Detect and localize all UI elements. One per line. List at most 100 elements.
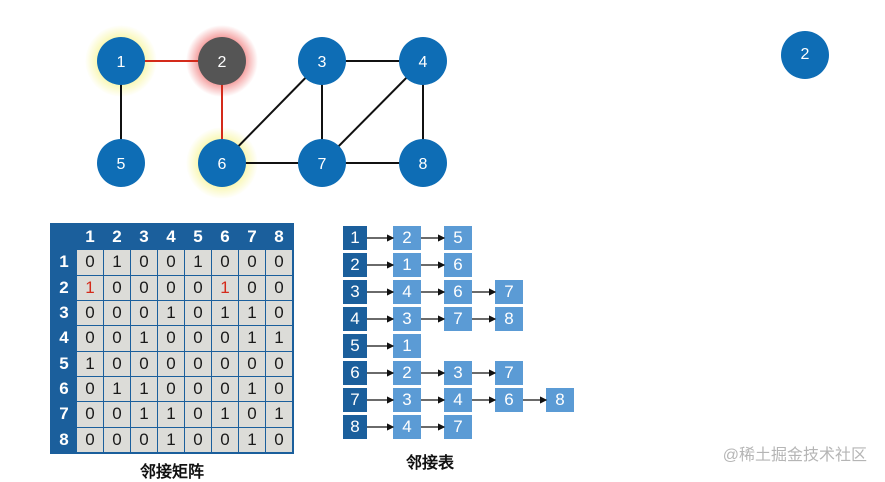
matrix-caption: 邻接矩阵 [139,464,204,481]
list-node: 3 [393,307,421,331]
matrix-cell: 1 [266,402,292,427]
matrix-cell: 0 [212,326,238,351]
matrix-cell: 0 [266,377,292,402]
matrix-cell: 0 [239,250,265,275]
matrix-row-header-2: 2 [52,275,76,300]
matrix-cell: 1 [158,402,184,427]
matrix-cell: 0 [104,351,130,376]
matrix-cell: 0 [266,427,292,452]
matrix-cell: 1 [158,301,184,326]
node-1-label: 1 [117,54,126,71]
list-node: 6 [444,253,472,277]
list-head-1: 1 [343,226,367,250]
matrix-cell: 0 [104,301,130,326]
node-4: 4 [399,37,447,85]
matrix-cell: 1 [239,427,265,452]
matrix-cell: 0 [266,275,292,300]
list-node: 4 [444,388,472,412]
matrix-row-header-1: 1 [52,250,76,275]
matrix-cell: 0 [185,351,211,376]
matrix-cell: 0 [77,427,103,452]
matrix-cell: 0 [158,275,184,300]
list-caption: 邻接表 [405,455,454,472]
matrix-cell: 0 [77,402,103,427]
list-node: 7 [444,307,472,331]
node-7-label: 7 [318,156,327,173]
list-node: 1 [393,334,421,358]
matrix-col-header-4: 4 [158,225,184,250]
node-8-label: 8 [419,156,428,173]
node-1: 1 [97,37,145,85]
matrix-cell: 0 [158,377,184,402]
node-5-label: 5 [117,156,126,173]
matrix-cell: 0 [185,427,211,452]
matrix-cell: 1 [212,301,238,326]
matrix-col-header-5: 5 [185,225,211,250]
matrix-col-header-1: 1 [77,225,103,250]
matrix-row-header-8: 8 [52,427,76,452]
matrix-cell: 1 [212,402,238,427]
matrix-cell: 0 [104,326,130,351]
matrix-col-header-6: 6 [212,225,238,250]
node-2-label: 2 [218,54,227,71]
matrix-cell: 0 [158,326,184,351]
list-node: 8 [546,388,574,412]
matrix-cell: 1 [131,326,157,351]
list-head-5: 5 [343,334,367,358]
matrix-cell: 0 [158,250,184,275]
matrix-cell: 1 [77,351,103,376]
matrix-cell: 0 [131,427,157,452]
list-node: 1 [393,253,421,277]
node-5: 5 [97,139,145,187]
matrix-cell: 0 [266,250,292,275]
list-head-2: 2 [343,253,367,277]
matrix-row-header-6: 6 [52,377,76,402]
matrix-cell: 0 [104,275,130,300]
list-head-8: 8 [343,415,367,439]
matrix-cell: 1 [239,301,265,326]
matrix-cell: 0 [104,402,130,427]
list-node: 7 [495,280,523,304]
list-head-3: 3 [343,280,367,304]
matrix-cell: 1 [185,250,211,275]
matrix-cell: 0 [266,351,292,376]
matrix-cell: 0 [212,377,238,402]
matrix-cell: 1 [158,427,184,452]
matrix-cell: 1 [131,402,157,427]
matrix-cell: 1 [104,377,130,402]
list-head-4: 4 [343,307,367,331]
matrix-cell: 1 [212,275,238,300]
list-node: 3 [444,361,472,385]
matrix-cell: 1 [266,326,292,351]
matrix-cell: 0 [77,377,103,402]
matrix-cell: 0 [239,351,265,376]
matrix-cell: 0 [104,427,130,452]
matrix-corner [52,225,76,250]
matrix-row-header-3: 3 [52,301,76,326]
node-2: 2 [198,37,246,85]
node-4-label: 4 [419,54,428,71]
list-node: 4 [393,415,421,439]
node-6: 6 [198,139,246,187]
list-node: 5 [444,226,472,250]
list-head-6: 6 [343,361,367,385]
matrix-cell: 0 [77,250,103,275]
matrix-cell: 0 [212,250,238,275]
matrix-row-header-7: 7 [52,402,76,427]
floating-node-2: 2 [781,31,829,79]
matrix-cell: 0 [212,351,238,376]
list-node: 6 [495,388,523,412]
matrix-cell: 0 [77,301,103,326]
matrix-col-header-2: 2 [104,225,130,250]
node-8: 8 [399,139,447,187]
matrix-cell: 1 [104,250,130,275]
matrix-cell: 0 [131,301,157,326]
matrix-col-header-8: 8 [266,225,292,250]
matrix-cell: 0 [185,377,211,402]
node-3: 3 [298,37,346,85]
matrix-cell: 0 [77,326,103,351]
list-node: 3 [393,388,421,412]
list-node: 2 [393,226,421,250]
